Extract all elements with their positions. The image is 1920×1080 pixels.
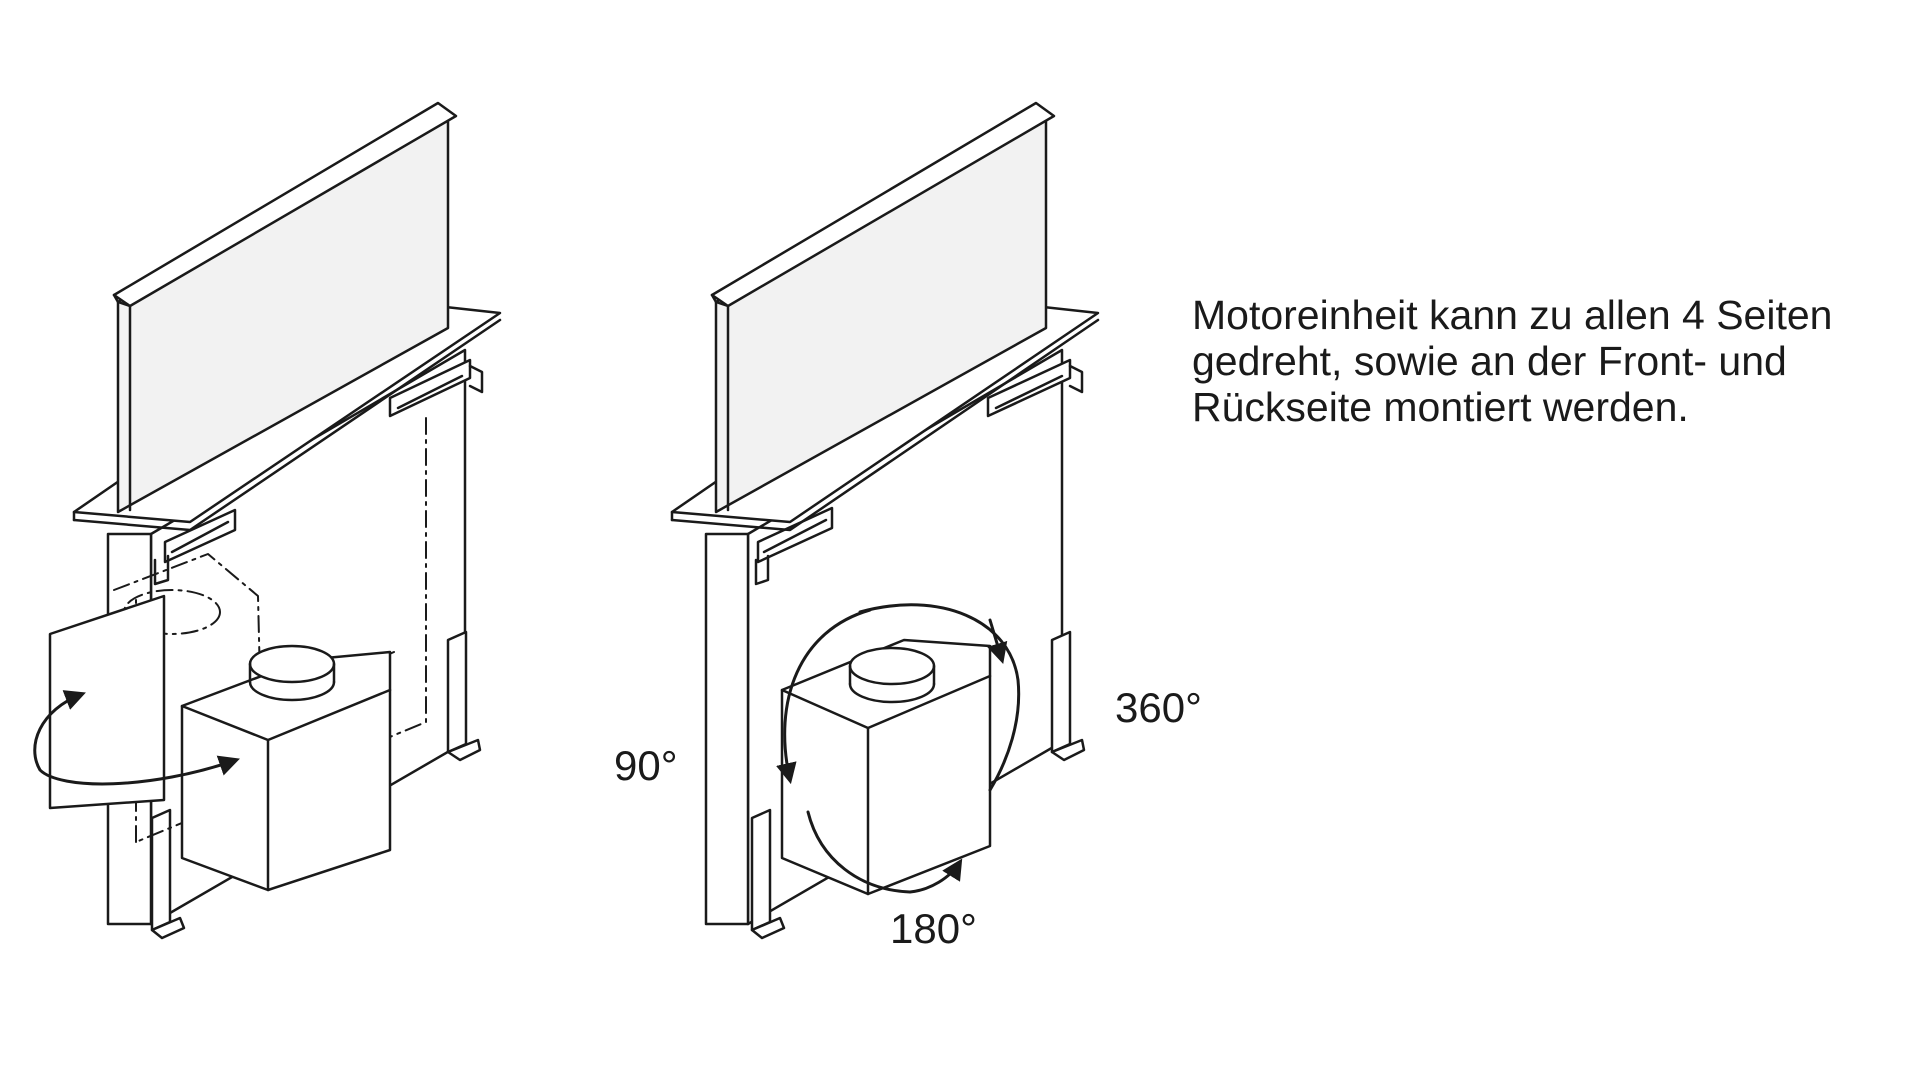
hood-left: [33, 101, 502, 940]
hood-right: [670, 101, 1100, 940]
angle-label-180: 180°: [890, 905, 977, 952]
angle-label-90: 90°: [614, 742, 678, 789]
description-text: Motoreinheit kann zu allen 4 Seiten gedr…: [1192, 292, 1912, 430]
description-line: Motoreinheit kann zu allen 4 Seiten: [1192, 292, 1833, 338]
angle-label-360: 360°: [1115, 684, 1202, 731]
description-line: Rückseite montiert werden.: [1192, 384, 1689, 430]
description-line: gedreht, sowie an der Front- und: [1192, 338, 1787, 384]
